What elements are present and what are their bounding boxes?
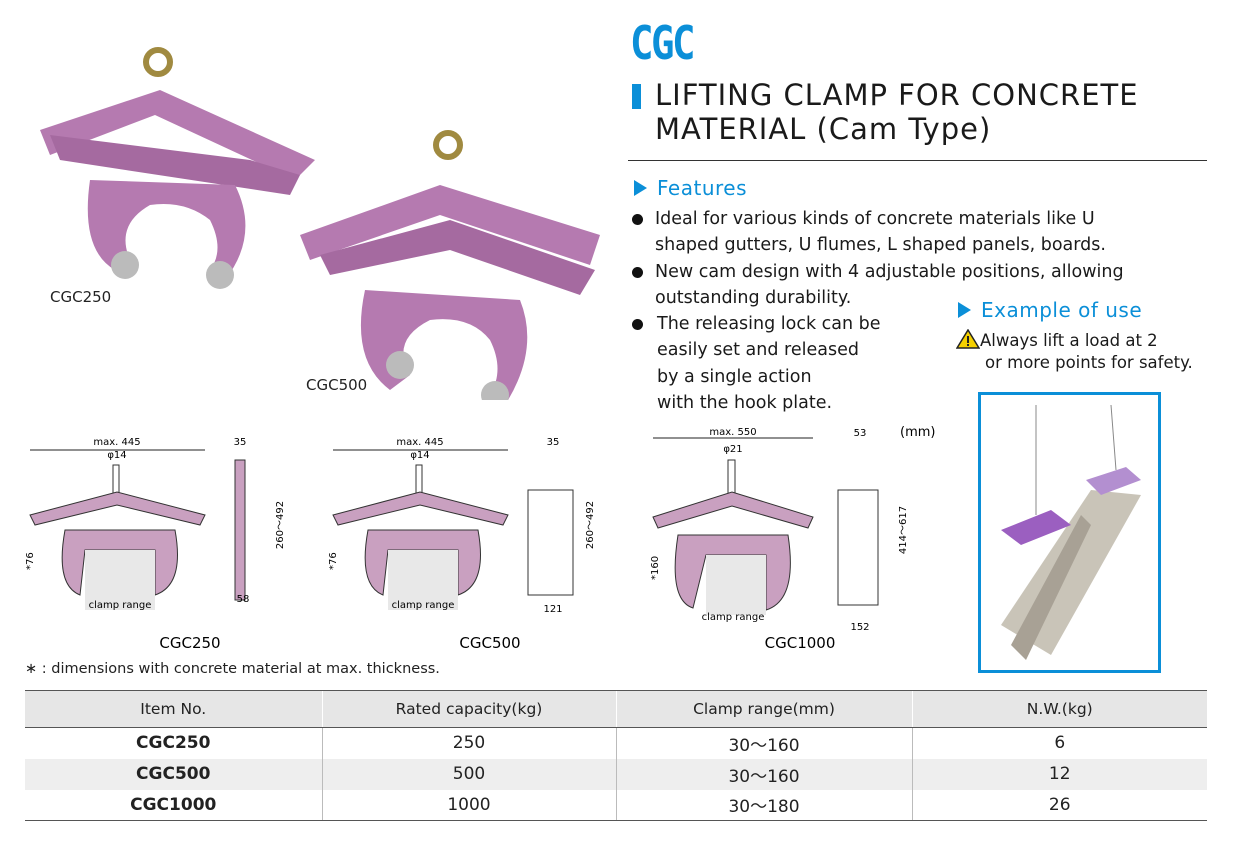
bullet-icon (632, 266, 643, 278)
title-line-2: MATERIAL (Cam Type) (655, 112, 992, 146)
feature-line: by a single action (657, 366, 812, 387)
features-heading-text: Features (657, 176, 747, 200)
dim-depth: 121 (543, 604, 562, 615)
dim-thickness: 53 (854, 428, 867, 439)
cell: 26 (911, 789, 1207, 821)
dim-width: max. 445 (93, 437, 140, 448)
feature-line: The releasing lock can be (657, 314, 881, 335)
dim-thickness: 35 (234, 437, 247, 448)
cell: CGC500 (25, 758, 322, 790)
feature-line: Ideal for various kinds of concrete mate… (655, 209, 1095, 229)
table-header: Item No. Rated capacity(kg) Clamp range(… (25, 690, 1207, 728)
title-line-1: LIFTING CLAMP FOR CONCRETE (655, 78, 1139, 112)
safety-warning: Always lift a load at 2 or more points f… (955, 328, 1193, 374)
header-capacity: Rated capacity(kg) (321, 690, 616, 728)
example-heading: Example of use (958, 298, 1142, 322)
footnote: ∗ : dimensions with concrete material at… (25, 661, 440, 677)
diagram-cgc500: max. 445 φ14 *76 clamp range 35 260～492 … (328, 437, 596, 652)
diagram-cgc250: max. 445 φ14 *76 clamp range 35 260～492 … (25, 437, 286, 652)
dimension-diagrams: max. 445 φ14 *76 clamp range 35 260～492 … (25, 425, 935, 652)
title-accent-bar (632, 84, 641, 109)
feature-item: Ideal for various kinds of concrete mate… (632, 206, 1192, 259)
dim-pin: φ21 (723, 444, 742, 455)
dim-width: max. 550 (709, 427, 756, 438)
features-list: Ideal for various kinds of concrete mate… (632, 206, 1192, 416)
feature-line: outstanding durability. (655, 287, 852, 308)
feature-line: with the hook plate. (657, 393, 833, 414)
page-title: LIFTING CLAMP FOR CONCRETE MATERIAL (Cam… (655, 78, 1139, 146)
diagram-caption: CGC1000 (765, 634, 836, 652)
warning-line-2: or more points for safety. (985, 353, 1193, 372)
feature-line: shaped gutters, U flumes, L shaped panel… (655, 235, 1106, 256)
cell: 30～160 (615, 727, 912, 759)
example-heading-text: Example of use (981, 298, 1143, 322)
spec-table: Item No. Rated capacity(kg) Clamp range(… (25, 690, 1207, 821)
dim-depth: 58 (237, 594, 250, 605)
diagram-cgc1000: max. 550 φ21 *160 clamp range 53 414～617… (650, 425, 935, 652)
brand-title: CGC (630, 16, 696, 70)
dim-depth: 152 (850, 622, 869, 633)
dim-height: 414～617 (898, 506, 909, 554)
header-weight: N.W.(kg) (911, 690, 1207, 728)
cell: 6 (911, 727, 1207, 759)
dim-pin: φ14 (410, 450, 429, 461)
divider (628, 160, 1207, 161)
cell: 30～180 (615, 789, 912, 821)
clamp-range-label: clamp range (89, 600, 152, 611)
photo-caption-cgc250: CGC250 (50, 288, 112, 306)
dim-jaw: *160 (650, 556, 661, 580)
dim-height: 260～492 (275, 501, 286, 549)
dim-thickness: 35 (547, 437, 560, 448)
cgc250-photo (40, 47, 315, 289)
cell: CGC1000 (25, 789, 322, 821)
feature-item: New cam design with 4 adjustable positio… (632, 259, 1192, 312)
dim-pin: φ14 (107, 450, 126, 461)
feature-line: easily set and released (657, 340, 859, 361)
bullet-icon (632, 319, 643, 331)
cgc500-photo (300, 130, 600, 400)
feature-line: New cam design with 4 adjustable positio… (655, 261, 1124, 282)
feature-item: The releasing lock can be easily set and … (632, 311, 1192, 416)
clamp-range-label: clamp range (702, 612, 765, 623)
diagram-caption: CGC500 (459, 634, 520, 652)
cell: 1000 (321, 789, 616, 821)
cell: CGC250 (136, 733, 211, 754)
example-photo (978, 392, 1161, 673)
cell: 250 (321, 727, 616, 759)
dim-height: 260～492 (585, 501, 596, 549)
cell: 30～160 (615, 758, 912, 790)
header-clamp-range: Clamp range(mm) (615, 690, 912, 728)
triangle-icon (958, 302, 971, 318)
dim-jaw: *76 (328, 552, 339, 570)
warning-line-1: Always lift a load at 2 (980, 331, 1158, 350)
clamp-range-label: clamp range (392, 600, 455, 611)
unit-label: (mm) (900, 425, 935, 440)
dim-width: max. 445 (396, 437, 443, 448)
bullet-icon (632, 214, 643, 225)
photo-caption-cgc500: CGC500 (306, 376, 368, 394)
cell: 500 (321, 758, 616, 790)
triangle-icon (634, 180, 647, 196)
header-item-no: Item No. (25, 690, 322, 728)
features-heading: Features (634, 176, 747, 200)
cell: 12 (911, 758, 1207, 790)
diagram-caption: CGC250 (159, 634, 220, 652)
product-photos (40, 47, 600, 400)
dim-jaw: *76 (25, 552, 36, 570)
warning-triangle-icon (955, 328, 981, 349)
